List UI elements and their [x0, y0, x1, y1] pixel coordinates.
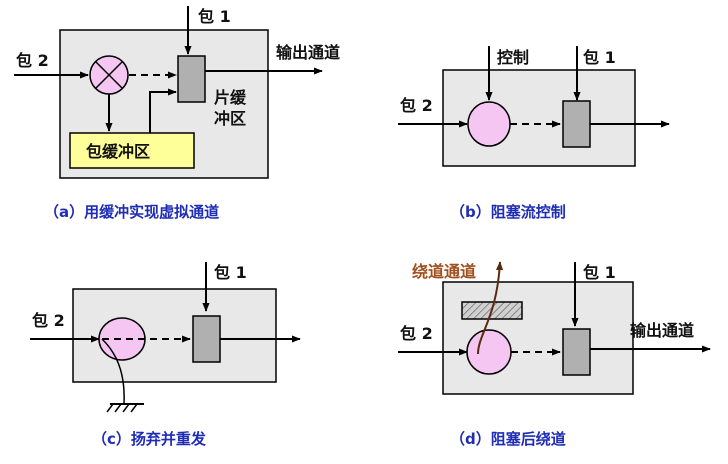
flit-buffer-c: [192, 315, 221, 363]
detour-label-d: 绕道通道: [412, 262, 476, 281]
panel-b: 控制 包 1 包 2 （b）阻塞流控制: [398, 46, 670, 221]
discard-wire-c: [101, 338, 125, 404]
ground-tick-c4: [130, 403, 138, 413]
packet-buffer-label-a: 包缓冲区: [86, 142, 150, 161]
caption-c: （c）扬弃并重发: [92, 430, 207, 448]
caption-a: （a）用缓冲实现虚拟通道: [44, 203, 219, 221]
switch-circle-d: [466, 329, 512, 375]
detour-path-d: [477, 261, 504, 355]
packet1-label-a: 包 1: [198, 7, 231, 26]
flit-buffer-label-a1: 片缓: [214, 88, 247, 107]
packet2-label-d: 包 2: [400, 324, 433, 343]
ground-tick-c1: [106, 403, 114, 413]
flit-buffer-label-a2: 冲区: [214, 109, 246, 128]
flit-buffer-a: [177, 55, 206, 103]
panel-a: 包 1 包 2 片缓 冲区 输出通道 包缓冲区 （a）用缓冲实现虚拟通道: [14, 6, 340, 221]
router-box-d: [442, 281, 634, 395]
output-label-a: 输出通道: [276, 43, 340, 62]
panel-c: 包 1 包 2 （c）扬弃并重发: [30, 262, 301, 448]
return-path-a: [149, 88, 177, 133]
switch-circle-b: [467, 101, 511, 147]
output-label-d: 输出通道: [630, 321, 694, 340]
caption-b: （b）阻塞流控制: [450, 203, 566, 221]
switch-cross-a2: [95, 61, 123, 89]
control-label-b: 控制: [497, 48, 529, 67]
packet2-label-a: 包 2: [16, 51, 49, 70]
packet1-label-b: 包 1: [583, 48, 616, 67]
packet2-label-c: 包 2: [32, 311, 65, 330]
packet1-label-c: 包 1: [214, 263, 247, 282]
ground-tick-c2: [114, 403, 122, 413]
caption-d: （d）阻塞后绕道: [450, 430, 566, 448]
packet1-label-d: 包 1: [583, 263, 616, 282]
flit-buffer-b: [562, 100, 591, 148]
panel-d: 包 1 包 2 绕道通道 输出通道 （d）阻塞后绕道: [398, 261, 711, 448]
flit-buffer-d: [562, 328, 591, 376]
ground-tick-c3: [122, 403, 130, 413]
packet-buffer-a: [69, 132, 195, 169]
packet2-label-b: 包 2: [400, 96, 433, 115]
